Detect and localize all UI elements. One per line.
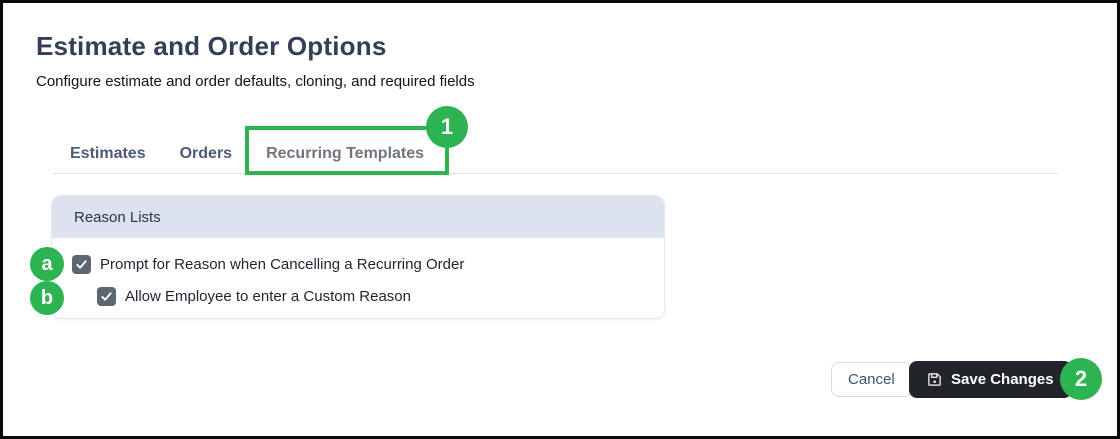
save-button-label: Save Changes [951,371,1054,388]
page-subtitle: Configure estimate and order defaults, c… [36,73,475,90]
custom-reason-label: Allow Employee to enter a Custom Reason [125,287,411,305]
annotation-badge-2: 2 [1060,358,1102,400]
prompt-reason-checkbox[interactable] [72,254,91,274]
reason-lists-header: Reason Lists [52,196,664,238]
annotation-badge-a: a [30,247,64,281]
custom-reason-row: Allow Employee to enter a Custom Reason [97,284,664,308]
page-title: Estimate and Order Options [36,31,387,61]
floppy-disk-icon [928,373,941,386]
tab-bar-divider [53,173,1058,174]
save-changes-button[interactable]: Save Changes [909,361,1072,398]
reason-lists-body: Prompt for Reason when Cancelling a Recu… [52,238,664,308]
tab-bar: Estimates Orders Recurring Templates [53,134,441,174]
tab-recurring-templates[interactable]: Recurring Templates [266,145,425,162]
cancel-button-label: Cancel [848,371,895,388]
prompt-reason-row: Prompt for Reason when Cancelling a Recu… [72,252,664,276]
annotation-badge-1: 1 [426,106,468,148]
custom-reason-checkbox[interactable] [97,286,116,306]
tab-orders[interactable]: Orders [179,145,233,162]
tab-estimates[interactable]: Estimates [70,145,146,162]
annotation-badge-b: b [30,281,64,315]
reason-lists-panel: Reason Lists Prompt for Reason when Canc… [51,195,665,319]
prompt-reason-label: Prompt for Reason when Cancelling a Recu… [100,255,465,273]
checkmark-icon [101,291,112,301]
cancel-button[interactable]: Cancel [831,362,912,397]
checkmark-icon [76,259,87,269]
